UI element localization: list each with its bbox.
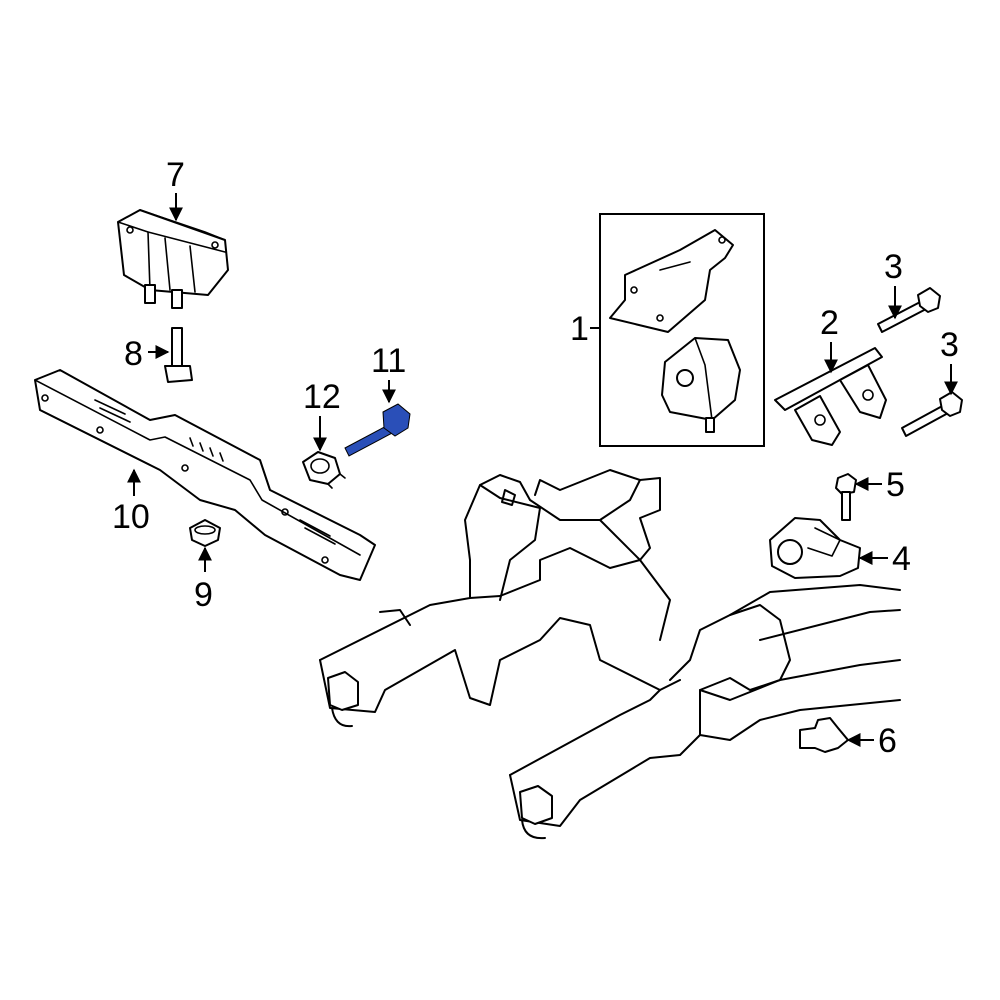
svg-text:6: 6 bbox=[878, 722, 897, 760]
callout-9: 9 bbox=[194, 546, 213, 614]
callout-6: 6 bbox=[846, 722, 897, 760]
svg-text:8: 8 bbox=[124, 335, 143, 373]
callout-7: 7 bbox=[166, 156, 185, 222]
part-5-bolt[interactable] bbox=[835, 473, 857, 521]
svg-text:11: 11 bbox=[371, 342, 406, 380]
part-2-bracket[interactable] bbox=[774, 347, 887, 446]
svg-text:3: 3 bbox=[940, 326, 959, 364]
callout-2: 2 bbox=[820, 304, 839, 374]
callout-12: 12 bbox=[303, 378, 341, 452]
part-10-crossmember[interactable] bbox=[34, 369, 376, 581]
part-3-bolt-lower[interactable] bbox=[901, 391, 963, 437]
svg-text:7: 7 bbox=[166, 156, 185, 194]
svg-text:3: 3 bbox=[884, 248, 903, 286]
svg-text:2: 2 bbox=[820, 304, 839, 342]
part-1-mount[interactable] bbox=[661, 337, 741, 433]
part-7-transmission-mount[interactable] bbox=[117, 209, 229, 309]
part-1-kit-box bbox=[599, 213, 765, 447]
svg-text:12: 12 bbox=[303, 378, 341, 416]
part-1-bracket[interactable] bbox=[609, 229, 734, 333]
part-12-nut[interactable] bbox=[302, 451, 346, 489]
callout-8: 8 bbox=[124, 335, 170, 373]
svg-text:1: 1 bbox=[570, 310, 589, 348]
part-11-bolt-highlighted[interactable] bbox=[344, 403, 411, 457]
callout-3-upper: 3 bbox=[884, 248, 903, 320]
svg-text:10: 10 bbox=[112, 498, 150, 536]
part-9-nut[interactable] bbox=[189, 519, 221, 547]
svg-text:5: 5 bbox=[886, 466, 905, 504]
callout-4: 4 bbox=[858, 540, 911, 578]
svg-text:9: 9 bbox=[194, 576, 213, 614]
callout-11: 11 bbox=[371, 342, 406, 404]
svg-text:4: 4 bbox=[892, 540, 911, 578]
part-4-mount[interactable] bbox=[769, 517, 861, 579]
callout-1: 1 bbox=[570, 310, 600, 348]
part-3-bolt-upper[interactable] bbox=[877, 287, 941, 333]
subframe-chassis bbox=[319, 469, 901, 840]
callout-10: 10 bbox=[112, 468, 150, 536]
part-8-bolt[interactable] bbox=[164, 327, 193, 383]
callout-3-lower: 3 bbox=[940, 326, 959, 396]
part-6-clip[interactable] bbox=[799, 717, 849, 753]
callout-5: 5 bbox=[854, 466, 905, 504]
